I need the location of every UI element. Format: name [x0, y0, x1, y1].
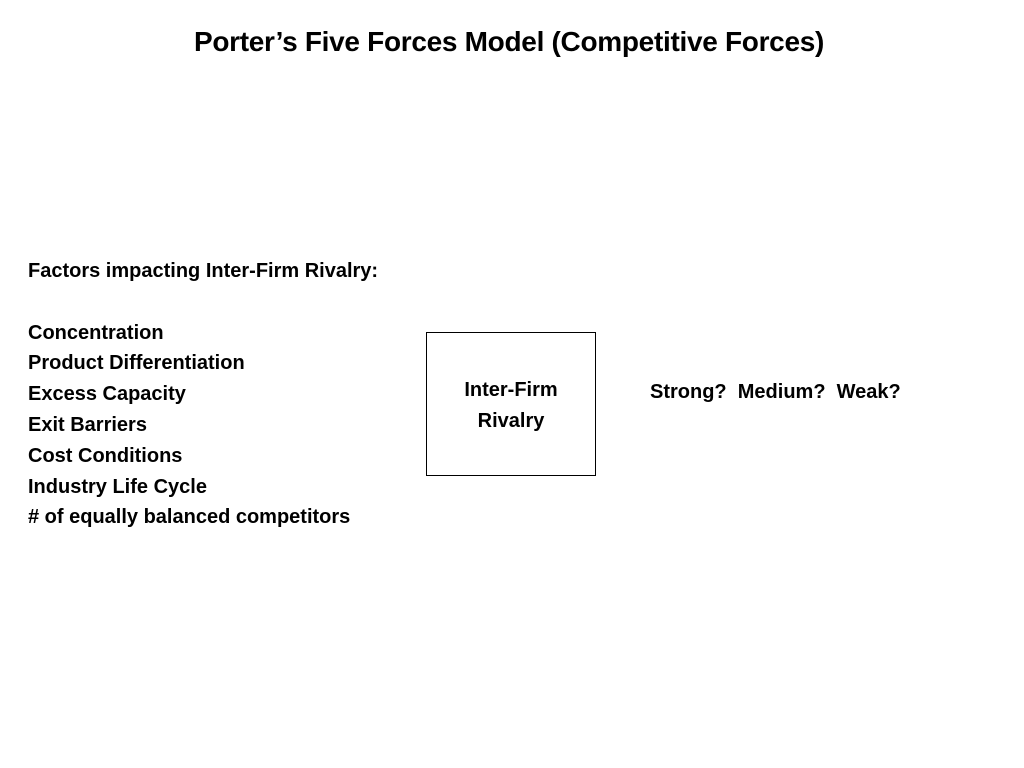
- rivalry-box-line-1: Inter-Firm: [464, 379, 558, 401]
- rivalry-box-line-2: Rivalry: [477, 410, 545, 432]
- factor-item-balanced-competitors: # of equally balanced competitors: [28, 506, 351, 529]
- factors-section: Factors impacting Inter-Firm Rivalry: Co…: [28, 256, 378, 533]
- slide-title: Porter’s Five Forces Model (Competitive …: [193, 26, 825, 57]
- factor-item-cost-conditions: Cost Conditions: [28, 444, 183, 467]
- factor-item-concentration: Concentration: [28, 321, 164, 344]
- factor-item-excess-capacity: Excess Capacity: [28, 383, 186, 406]
- strength-question: Strong? Medium? Weak?: [650, 381, 901, 403]
- factor-list: Concentration Product Differentiation Ex…: [28, 318, 378, 534]
- inter-firm-rivalry-box: Inter-Firm Rivalry: [426, 332, 596, 476]
- factor-item-product-differentiation: Product Differentiation: [28, 352, 245, 375]
- factor-item-exit-barriers: Exit Barriers: [28, 413, 147, 436]
- factor-item-industry-life-cycle: Industry Life Cycle: [28, 475, 207, 498]
- factors-heading: Factors impacting Inter-Firm Rivalry:: [28, 260, 379, 282]
